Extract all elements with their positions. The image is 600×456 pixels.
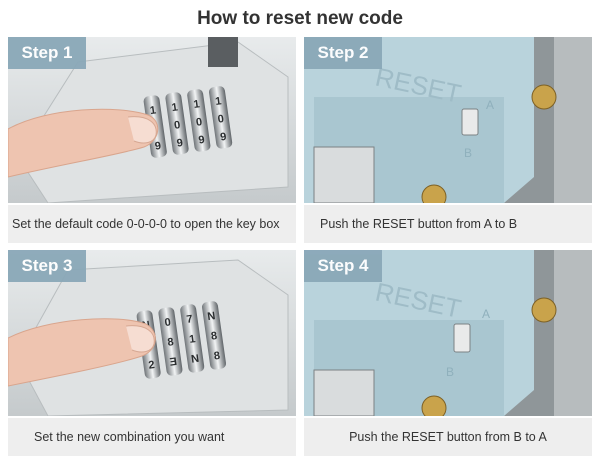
step-4-badge: Step 4 (304, 250, 382, 282)
dial-4-digit-top: 1 (214, 95, 222, 108)
reset-switch (453, 323, 471, 353)
dial-2-digit-middle: 8 (167, 336, 175, 349)
step-3-panel: N 1 2 0 8 Ǝ 7 1 N N 8 8 Step 3 Set the n… (8, 250, 296, 456)
lock-dial-illustration: N 1 2 0 8 Ǝ 7 1 N N 8 8 (8, 250, 296, 416)
step-4-panel: RESET A B Step 4 Push the RESET button f… (304, 250, 592, 456)
reset-switch-illustration: RESET A B (304, 250, 592, 416)
step-3-badge: Step 3 (8, 250, 86, 282)
position-b-label: B (446, 365, 454, 379)
step-4-photo: RESET A B (304, 250, 592, 416)
position-b-label: B (464, 146, 472, 160)
step-2-panel: RESET A B Step 2 Push the RESET button f… (304, 37, 592, 243)
step-1-photo: 1 0 9 1 0 9 1 0 9 1 0 9 (8, 37, 296, 203)
dial-4-digit-middle: 0 (217, 113, 225, 126)
dial-1-digit-bottom: 9 (154, 140, 162, 153)
page-title: How to reset new code (197, 8, 403, 29)
dial-1-digit-top: 1 (149, 104, 157, 117)
dial-4-digit-bottom: 9 (220, 131, 228, 144)
dial-1-digit-bottom: 2 (148, 359, 156, 372)
step-1-panel: 1 0 9 1 0 9 1 0 9 1 0 9 Step 1 Set the d… (8, 37, 296, 243)
position-a-label: A (486, 98, 494, 112)
dial-2-digit-bottom: Ǝ (169, 356, 178, 369)
dial-4-digit-middle: 8 (210, 330, 218, 343)
lock-dial-illustration: 1 0 9 1 0 9 1 0 9 1 0 9 (8, 37, 296, 203)
step-4-caption: Push the RESET button from B to A (304, 418, 592, 456)
dial-3-digit-top: 7 (186, 313, 194, 326)
step-2-caption: Push the RESET button from A to B (304, 205, 592, 243)
step-1-badge: Step 1 (8, 37, 86, 69)
dial-2-digit-top: 0 (164, 316, 172, 329)
dial-4-digit-top: N (207, 310, 217, 323)
dial-3-digit-bottom: 9 (198, 134, 206, 147)
dial-3-digit-top: 1 (193, 98, 201, 111)
dial-2-digit-middle: 0 (173, 119, 181, 132)
dial-3-digit-middle: 0 (195, 116, 203, 129)
position-a-label: A (482, 307, 490, 321)
dial-4-digit-bottom: 8 (213, 350, 221, 363)
dial-2-digit-bottom: 9 (176, 137, 184, 150)
dial-3-digit-middle: 1 (188, 333, 196, 346)
reset-switch (461, 108, 479, 136)
dial-2-digit-top: 1 (171, 101, 179, 114)
step-2-badge: Step 2 (304, 37, 382, 69)
step-3-caption: Set the new combination you want (8, 418, 296, 456)
dial-3-digit-bottom: N (190, 353, 200, 366)
step-1-caption: Set the default code 0-0-0-0 to open the… (8, 205, 296, 243)
step-3-photo: N 1 2 0 8 Ǝ 7 1 N N 8 8 (8, 250, 296, 416)
